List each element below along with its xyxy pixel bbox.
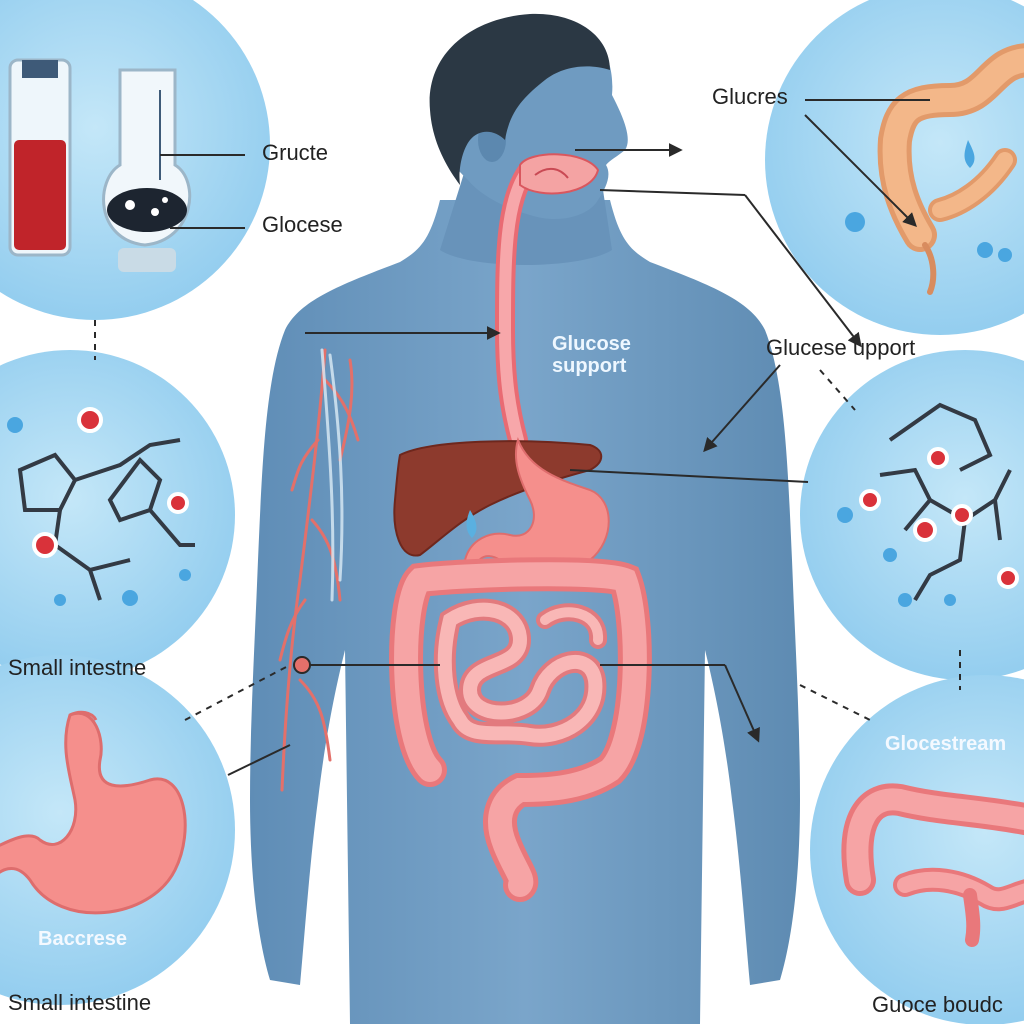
label-gructe: Gructe bbox=[262, 140, 328, 165]
large-intestine bbox=[389, 557, 652, 902]
label-glocese: Glocese bbox=[262, 212, 343, 237]
molecule-icon-2 bbox=[837, 402, 1019, 607]
colon-icon bbox=[845, 43, 1024, 295]
test-tubes-icon bbox=[8, 58, 192, 272]
label-glucese-upport: Glucese upport bbox=[766, 335, 915, 360]
label-small-intestine-bottom: Small intestine bbox=[8, 990, 151, 1015]
label-glocestream: Glocestream bbox=[885, 733, 1006, 755]
nerve-fibers bbox=[320, 348, 344, 602]
human-body bbox=[250, 13, 800, 1024]
label-guoce-boudc: Guoce boudc bbox=[872, 992, 1003, 1017]
label-small-intestine-mid: Small intestne bbox=[8, 655, 146, 680]
liver bbox=[393, 440, 603, 557]
blood-vessels bbox=[278, 348, 360, 792]
esophagus bbox=[494, 153, 600, 450]
small-intestine bbox=[433, 598, 607, 747]
molecule-icon bbox=[7, 407, 195, 606]
circle-colon-bottom: Glocestream bbox=[810, 675, 1024, 1024]
stomach-icon bbox=[0, 710, 187, 915]
connectors bbox=[94, 99, 961, 776]
label-baccrese: Baccrese bbox=[38, 928, 127, 950]
label-glucose-line1: Glucose bbox=[552, 333, 631, 355]
circle-test-tubes bbox=[0, 0, 270, 320]
colon-icon-2 bbox=[841, 783, 1024, 947]
circle-molecule-left bbox=[0, 350, 235, 680]
circle-colon-top bbox=[765, 0, 1024, 335]
label-glucose-line2: support bbox=[552, 355, 627, 377]
circle-molecule-right bbox=[800, 350, 1024, 680]
hair bbox=[429, 13, 610, 186]
label-glucres: Glucres bbox=[712, 84, 788, 109]
torso bbox=[250, 200, 800, 1024]
circle-stomach: Baccrese bbox=[0, 655, 235, 1005]
gallbladder-drop bbox=[466, 510, 477, 538]
